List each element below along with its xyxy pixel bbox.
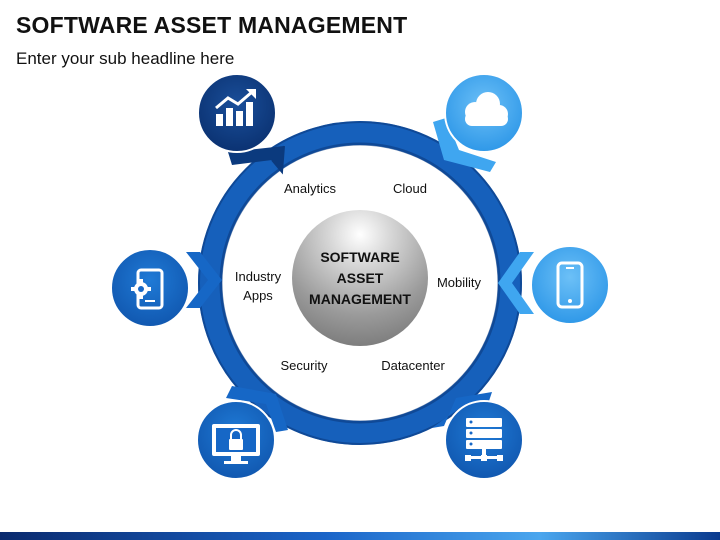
label-security: Security — [281, 358, 328, 373]
chevron-industry-apps — [186, 252, 222, 308]
center-label-line2: ASSET — [337, 270, 384, 286]
page-title: SOFTWARE ASSET MANAGEMENT — [16, 12, 408, 38]
monitor-lock-icon — [212, 424, 260, 464]
label-cloud: Cloud — [393, 181, 427, 196]
center-label-line1: SOFTWARE — [320, 249, 399, 265]
outer-ring-outer-edge — [198, 121, 522, 445]
node-security — [196, 400, 276, 480]
server-network-icon — [465, 418, 503, 461]
cloud-icon — [465, 92, 508, 126]
node-industry-apps — [110, 248, 190, 328]
node-datacenter — [444, 400, 524, 480]
label-mobility: Mobility — [437, 275, 482, 290]
smartphone-icon — [556, 261, 584, 309]
chevron-security — [226, 386, 288, 432]
chart-up-icon — [215, 89, 256, 126]
center-sphere — [292, 210, 428, 346]
node-mobility — [530, 245, 610, 325]
node-analytics — [197, 73, 277, 153]
node-cloud — [444, 73, 524, 153]
chevron-mobility — [498, 252, 534, 314]
label-industry-apps-line2: Apps — [243, 288, 273, 303]
label-analytics: Analytics — [284, 181, 337, 196]
center-label-line3: MANAGEMENT — [309, 291, 411, 307]
mobile-gear-icon — [131, 268, 164, 310]
label-datacenter: Datacenter — [381, 358, 445, 373]
footer-bar — [0, 532, 720, 540]
label-industry-apps-line1: Industry — [235, 269, 282, 284]
page-subtitle: Enter your sub headline here — [16, 49, 235, 68]
